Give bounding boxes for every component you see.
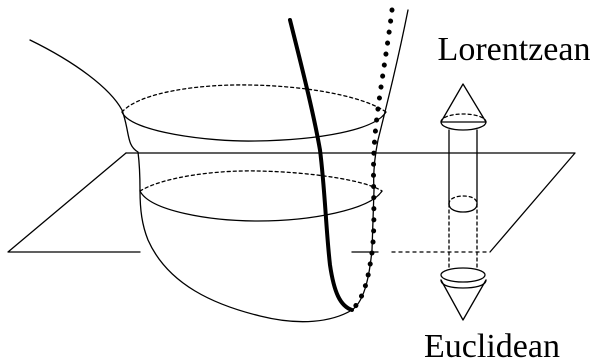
lorentzean-label: Lorentzean	[438, 31, 591, 68]
arrow-upper-ellipse	[440, 121, 487, 131]
euclidean-label: Euclidean	[424, 328, 560, 364]
dotted-path-curve	[349, 7, 395, 313]
surface-bowl	[139, 189, 375, 323]
plane-left-edge	[7, 152, 141, 253]
plane-back-edge	[125, 152, 576, 253]
arrow-lower-ellipse	[440, 267, 486, 283]
arrow-mid-ellipse-back	[448, 195, 478, 205]
lower-ring-back	[139, 170, 383, 192]
arrow-down-cone	[440, 279, 487, 321]
upper-ring-back	[121, 84, 387, 113]
arrow-mid-ellipse-front	[448, 203, 478, 213]
upper-ring-front	[121, 111, 387, 142]
arrow-upper-ellipse-back	[440, 113, 487, 123]
arrow-down-cone-rim	[440, 279, 487, 289]
lower-ring-front	[139, 190, 383, 222]
solid-path-curve	[288, 18, 354, 312]
surface-left-edge	[29, 39, 141, 191]
arrow-up-head	[440, 83, 487, 123]
